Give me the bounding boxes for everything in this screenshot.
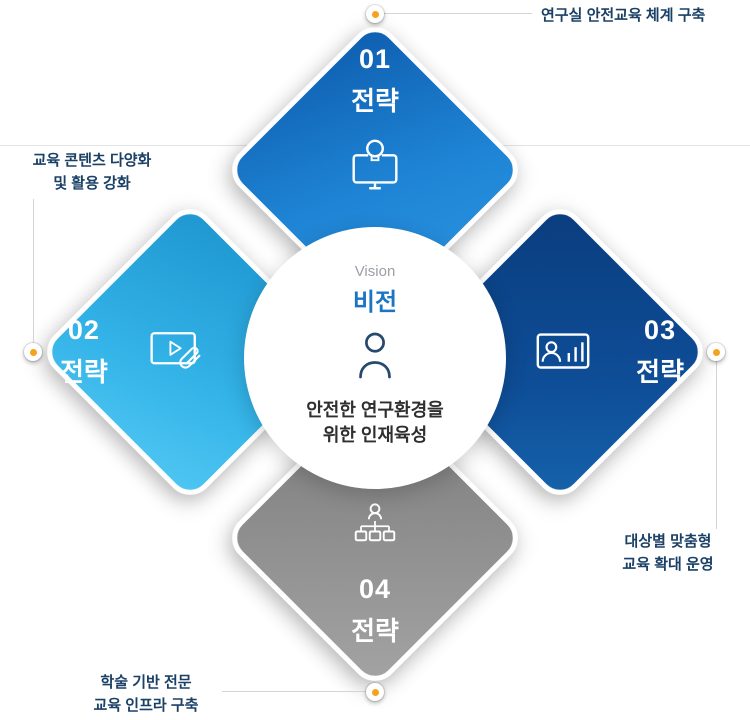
connector-dot-01 xyxy=(366,5,384,23)
vision-statement-line1: 안전한 연구환경을 xyxy=(306,400,444,420)
strategy-02-number: 02 xyxy=(67,315,100,345)
vision-circle: Vision 비전 안전한 연구환경을 위한 인재육성 xyxy=(244,227,506,489)
callout-strategy-03: 대상별 맞춤형 교육 확대 운영 xyxy=(598,530,738,577)
callout-strategy-04-line1: 학술 기반 전문 xyxy=(100,674,192,691)
strategy-04-content: 04 전략 xyxy=(295,500,455,648)
callout-strategy-01: 연구실 안전교육 체계 구축 xyxy=(541,4,705,27)
callout-strategy-01-line1: 연구실 안전교육 체계 구축 xyxy=(541,7,706,24)
callout-strategy-04-line2: 교육 인프라 구축 xyxy=(93,697,199,715)
strategy-02-content: 02 전략 xyxy=(60,310,228,394)
vision-statement-line2: 위한 인재육성 xyxy=(322,425,428,446)
person-chart-icon xyxy=(536,333,590,369)
strategy-03-content: 03 전략 xyxy=(506,310,684,394)
video-play-icon xyxy=(150,332,201,369)
strategy-01-content: 01 전략 xyxy=(295,44,455,196)
vision-label-en: Vision xyxy=(354,263,396,280)
callout-strategy-03-line2: 교육 확대 운영 xyxy=(622,556,714,574)
strategy-03-label: 전략 xyxy=(636,357,684,387)
person-icon xyxy=(359,332,391,379)
connector-line-04 xyxy=(222,691,368,692)
connector-line-03 xyxy=(716,361,717,529)
strategy-01-number: 01 xyxy=(358,44,392,74)
vision-label-ko: 비전 xyxy=(352,289,398,316)
vision-statement: 안전한 연구환경을 위한 인재육성 xyxy=(244,398,506,448)
connector-dot-03 xyxy=(707,343,725,361)
lightbulb-monitor-icon xyxy=(352,139,398,190)
strategy-03-number: 03 xyxy=(644,315,677,345)
connector-dot-04 xyxy=(366,683,384,701)
connector-line-02 xyxy=(33,199,34,343)
strategy-04-label: 전략 xyxy=(351,616,399,646)
strategy-02-label: 전략 xyxy=(60,357,108,387)
callout-strategy-02-line1: 교육 콘텐츠 다양화 xyxy=(32,152,152,169)
callout-strategy-03-line1: 대상별 맞춤형 xyxy=(624,533,712,550)
strategy-01-label: 전략 xyxy=(351,86,399,116)
connector-dot-02 xyxy=(24,343,42,361)
strategy-04-number: 04 xyxy=(358,574,392,604)
org-chart-icon xyxy=(354,503,396,542)
callout-strategy-02-line2: 및 활용 강화 xyxy=(53,175,131,193)
connector-line-01 xyxy=(384,13,532,14)
callout-strategy-04: 학술 기반 전문 교육 인프라 구축 xyxy=(68,671,224,718)
callout-strategy-02: 교육 콘텐츠 다양화 및 활용 강화 xyxy=(14,149,170,196)
